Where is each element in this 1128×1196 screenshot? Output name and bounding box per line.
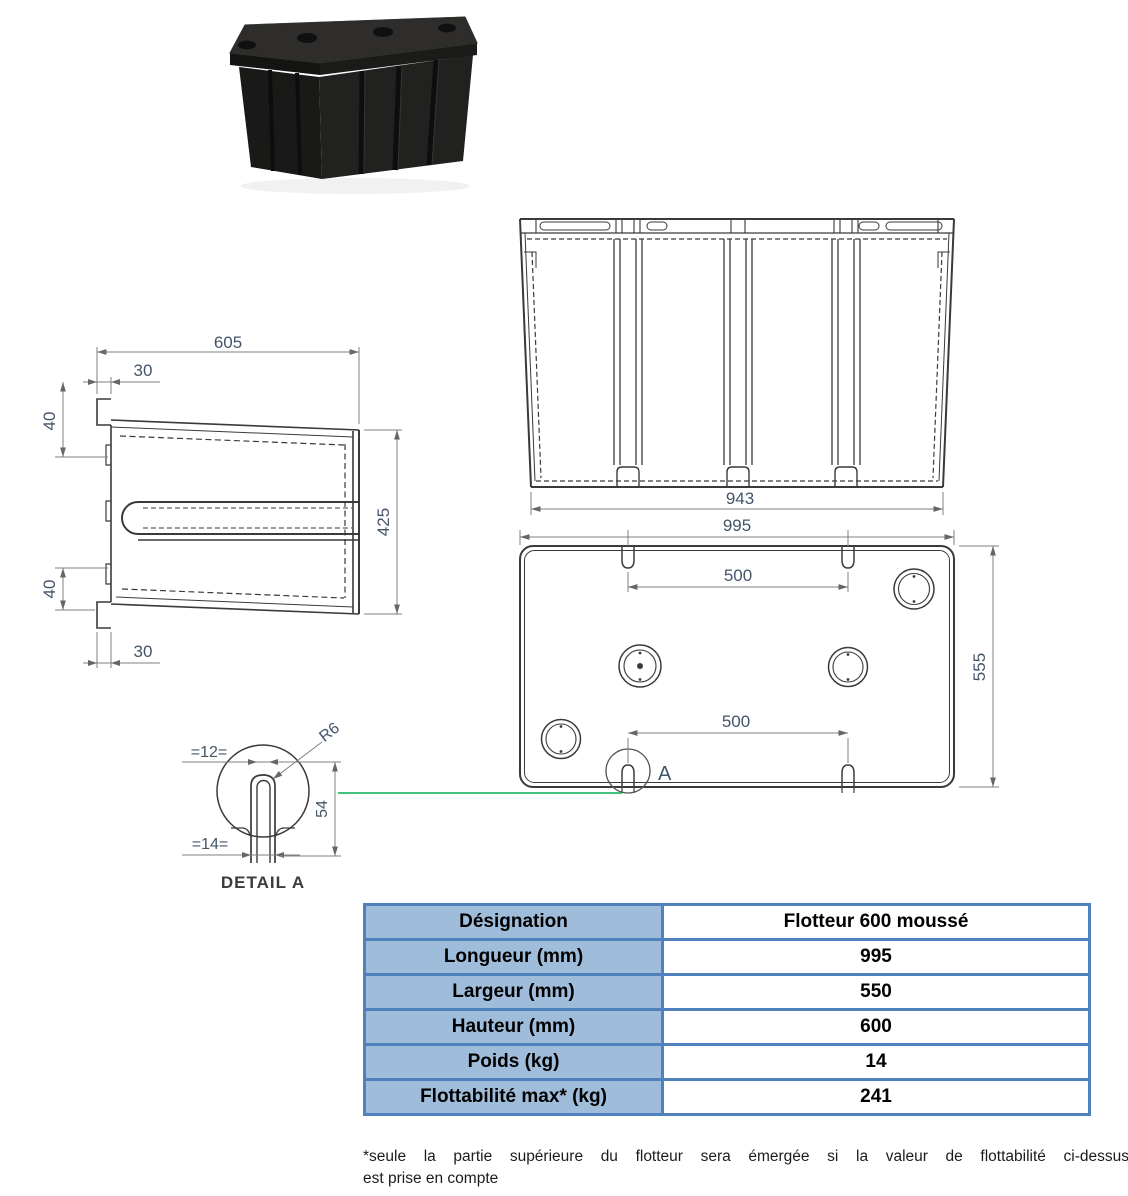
row-label: Longueur (mm) [363,938,664,976]
row-value: 241 [661,1078,1091,1116]
dim-30-bottom: 30 [134,642,153,661]
detail-a-drawing [216,744,310,863]
side-view-drawing [96,398,360,629]
dim-54: 54 [314,800,331,818]
table-row: Hauteur (mm) 600 [363,1008,1091,1046]
detail-a-dimensions [182,741,341,858]
table-row: Poids (kg) 14 [363,1043,1091,1081]
detail-a-caption: DETAIL A [221,873,305,892]
dim-425: 425 [374,508,393,536]
dim-500-bottom: 500 [722,712,750,731]
top-view-dimensions [519,530,999,788]
row-value: 550 [661,973,1091,1011]
footnote-line-1: *seule la partie supérieure du flotteur … [363,1148,1128,1165]
detail-marker-a: A [658,763,672,785]
footnote: *seule la partie supérieure du flotteur … [363,1146,1128,1190]
row-label: Flottabilité max* (kg) [363,1078,664,1116]
row-label: Largeur (mm) [363,973,664,1011]
row-value: 14 [661,1043,1091,1081]
dim-605: 605 [214,333,242,352]
table-row: Désignation Flotteur 600 moussé [363,903,1091,941]
dim-12: =12= [191,744,227,761]
front-view-dimensions [530,492,944,515]
spec-table: Désignation Flotteur 600 moussé Longueur… [363,903,1091,1116]
top-view-drawing [519,545,955,794]
dim-943: 943 [726,489,754,508]
row-value: Flotteur 600 moussé [661,903,1091,941]
row-label: Hauteur (mm) [363,1008,664,1046]
row-value: 995 [661,938,1091,976]
table-row: Largeur (mm) 550 [363,973,1091,1011]
dim-555: 555 [970,653,989,681]
front-view-drawing [519,218,955,488]
product-photo [229,16,478,194]
table-row: Flottabilité max* (kg) 241 [363,1078,1091,1116]
dim-500-top: 500 [724,566,752,585]
dim-14: =14= [192,836,228,853]
dim-30-top: 30 [134,361,153,380]
side-view-dimensions [55,347,402,668]
table-row: Longueur (mm) 995 [363,938,1091,976]
row-label: Désignation [363,903,664,941]
radius-label-r6: R6 [316,720,343,746]
row-label: Poids (kg) [363,1043,664,1081]
dim-40-top: 40 [40,412,59,431]
footnote-line-2: est prise en compte [363,1170,499,1187]
dim-995: 995 [723,516,751,535]
dim-40-bottom: 40 [40,580,59,599]
row-value: 600 [661,1008,1091,1046]
